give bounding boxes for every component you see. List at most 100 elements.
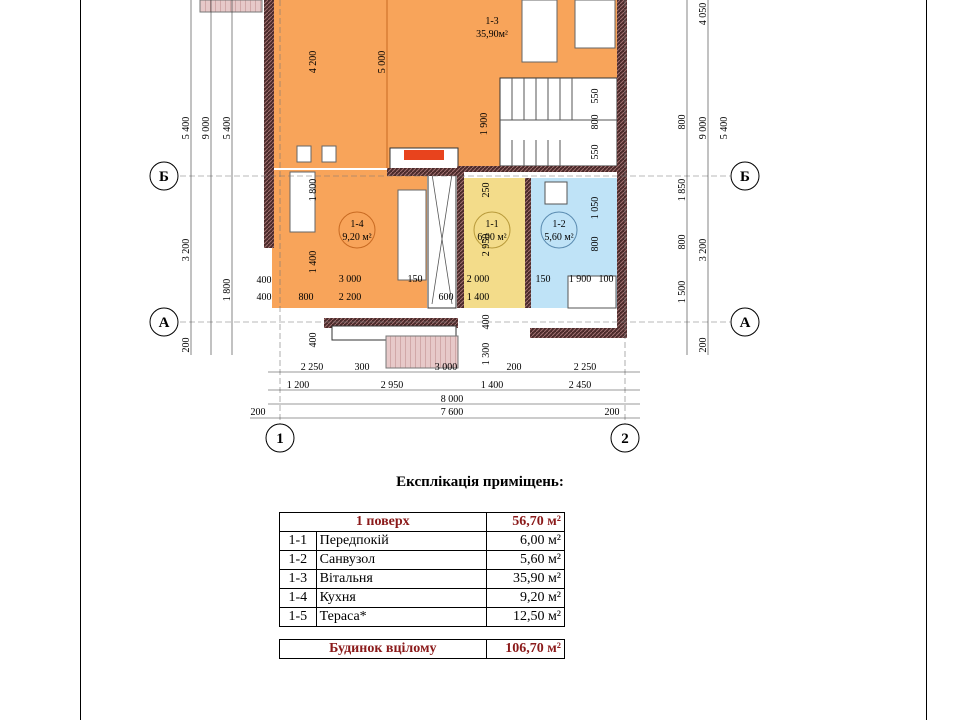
kitchen-cabinet: [289, 171, 316, 233]
room-label-hall: 1-1 6,00 м²: [473, 211, 511, 249]
dim-label: 1 800: [222, 279, 233, 302]
svg-text:1-3: 1-3: [485, 16, 498, 27]
svg-text:Б: Б: [159, 169, 169, 185]
svg-text:6,00 м²: 6,00 м²: [477, 232, 506, 243]
dim-label: 200: [251, 407, 266, 418]
dim-label: 2 250: [301, 362, 324, 373]
floor-area: 56,70 м²: [485, 512, 566, 532]
svg-text:А: А: [740, 315, 751, 331]
sofa: [574, 0, 616, 49]
dim-label: 550: [590, 89, 601, 104]
dim-label: 7 600: [441, 407, 464, 418]
dim-label: 300: [355, 362, 370, 373]
svg-text:35,90м²: 35,90м²: [476, 29, 508, 40]
table-header-row: 1 поверх 56,70 м²: [279, 512, 566, 532]
dim-label: 200: [605, 407, 620, 418]
dim-label: 2 000: [467, 274, 490, 285]
dim-label: 800: [677, 235, 688, 250]
dim-label: 1 300: [481, 343, 492, 366]
dim-label: 1 500: [677, 281, 688, 304]
dim-label: 550: [590, 145, 601, 160]
dim-label: 250: [481, 183, 492, 198]
dim-label: 2 250: [574, 362, 597, 373]
dim-label: 2 950: [481, 234, 492, 257]
dim-label: 3 200: [181, 239, 192, 262]
table-row: 1-4 Кухня 9,20 м²: [279, 588, 566, 608]
svg-text:1-1: 1-1: [485, 219, 498, 230]
svg-text:5,60 м²: 5,60 м²: [544, 232, 573, 243]
svg-text:1: 1: [276, 431, 284, 447]
table-row: 1-1 Передпокій 6,00 м²: [279, 531, 566, 551]
room-code: 1-5: [279, 607, 317, 627]
table-row: 1-3 Вітальня 35,90 м²: [279, 569, 566, 589]
axis-marker-2: 2: [610, 423, 640, 453]
room-code: 1-4: [279, 588, 317, 608]
dim-label: 200: [181, 338, 192, 353]
svg-text:2: 2: [621, 431, 629, 447]
table-spacer: [280, 627, 565, 640]
room-name: Передпокій: [315, 531, 487, 551]
svg-text:1-4: 1-4: [350, 219, 363, 230]
room-area: 12,50 м²: [485, 607, 566, 627]
dim-label: 800: [677, 115, 688, 130]
total-area: 106,70 м²: [485, 639, 566, 659]
toilet: [544, 181, 568, 205]
dim-label: 1 400: [481, 380, 504, 391]
chair: [321, 145, 337, 163]
dim-label: 1 400: [467, 292, 490, 303]
terrace-top: [199, 0, 263, 13]
room-code: 1-2: [279, 550, 317, 570]
dim-label: 2 200: [339, 292, 362, 303]
axis-marker-b-left: Б: [149, 161, 179, 191]
room-area: 6,00 м²: [485, 531, 566, 551]
table-row: 1-2 Санвузол 5,60 м²: [279, 550, 566, 570]
walls: [264, 0, 627, 338]
dim-label: 9 000: [698, 117, 709, 140]
room-area: 9,20 м²: [485, 588, 566, 608]
svg-text:А: А: [159, 315, 170, 331]
dim-label: 5 400: [222, 117, 233, 140]
dim-label: 1 900: [569, 274, 592, 285]
svg-text:1-2: 1-2: [552, 219, 565, 230]
shower: [567, 275, 617, 309]
total-name: Будинок вцілому: [279, 639, 487, 659]
dim-label: 3 000: [435, 362, 458, 373]
stair-steps: [500, 78, 617, 166]
dim-label: 8 000: [441, 394, 464, 405]
floor-name: 1 поверх: [279, 512, 487, 532]
dim-label: 100: [599, 274, 614, 285]
sheet-border-right: [926, 0, 927, 720]
chair: [296, 145, 312, 163]
dim-label: 5 400: [181, 117, 192, 140]
room-label-kitchen: 1-4 9,20 м²: [338, 211, 376, 249]
dim-label: 600: [439, 292, 454, 303]
dim-label: 3 200: [698, 239, 709, 262]
sheet-border-left: [80, 0, 81, 720]
dim-label: 4 200: [308, 51, 319, 74]
dim-label: 1 400: [308, 251, 319, 274]
dim-label: 1 200: [287, 380, 310, 391]
room-label-living: 1-3 35,90м²: [476, 16, 508, 40]
room-area: 35,90 м²: [485, 569, 566, 589]
dim-label: 150: [408, 274, 423, 285]
porch: [385, 335, 459, 369]
dim-label: 800: [299, 292, 314, 303]
dim-label: 200: [507, 362, 522, 373]
dim-label: 800: [590, 115, 601, 130]
dim-label: 400: [257, 292, 272, 303]
dim-label: 400: [257, 275, 272, 286]
dim-label: 1 900: [479, 113, 490, 136]
dim-label: 3 000: [339, 274, 362, 285]
dim-label: 200: [698, 338, 709, 353]
table-row: 1-5 Тераса* 12,50 м²: [279, 607, 566, 627]
floor-plan: Б Б А А 1 2 1-3 35,90м² 1-4: [149, 0, 760, 453]
dimension-lines: [190, 0, 709, 419]
fireplace-fire: [404, 150, 444, 160]
room-name: Санвузол: [315, 550, 487, 570]
room-name: Вітальня: [315, 569, 487, 589]
living-table: [521, 0, 558, 63]
axis-lines: [180, 0, 730, 425]
room-code: 1-3: [279, 569, 317, 589]
room-name: Кухня: [315, 588, 487, 608]
